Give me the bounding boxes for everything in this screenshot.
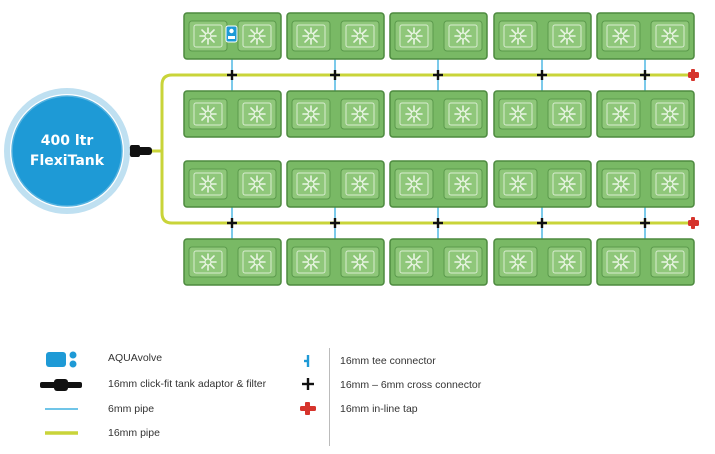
legend-label-cross-connector: 16mm – 6mm cross connector (340, 379, 482, 391)
legend-divider (329, 348, 330, 446)
aquavalve-icon (225, 25, 238, 43)
legend-tee-connector-icon (304, 355, 310, 367)
legend-icons (40, 351, 316, 435)
legend-aquavalve-icon (46, 351, 77, 368)
legend-label-6mm-pipe: 6mm pipe (108, 403, 155, 415)
6mm-pipe-network (231, 58, 646, 240)
legend-label-16mm-pipe: 16mm pipe (108, 427, 160, 439)
legend-inline-tap-icon (300, 402, 316, 415)
legend-label-tee-connector: 16mm tee connector (340, 355, 436, 367)
legend-label-tank-adaptor: 16mm click-fit tank adaptor & filter (108, 378, 267, 390)
inline-taps (688, 69, 699, 229)
tank-name-label: FlexiTank (30, 153, 105, 169)
legend-cross-connector-icon (302, 378, 314, 390)
legend-tank-adaptor-filter-icon (40, 379, 82, 391)
legend-label-aquavalve: AQUAvolve (108, 352, 163, 364)
16mm-pipe-network (150, 73, 692, 225)
legend-label-inline-tap: 16mm in-line tap (340, 403, 418, 415)
tank-capacity-label: 400 ltr (41, 133, 94, 149)
grow-units (184, 13, 694, 285)
flexitank: 400 ltr FlexiTank (4, 88, 130, 214)
